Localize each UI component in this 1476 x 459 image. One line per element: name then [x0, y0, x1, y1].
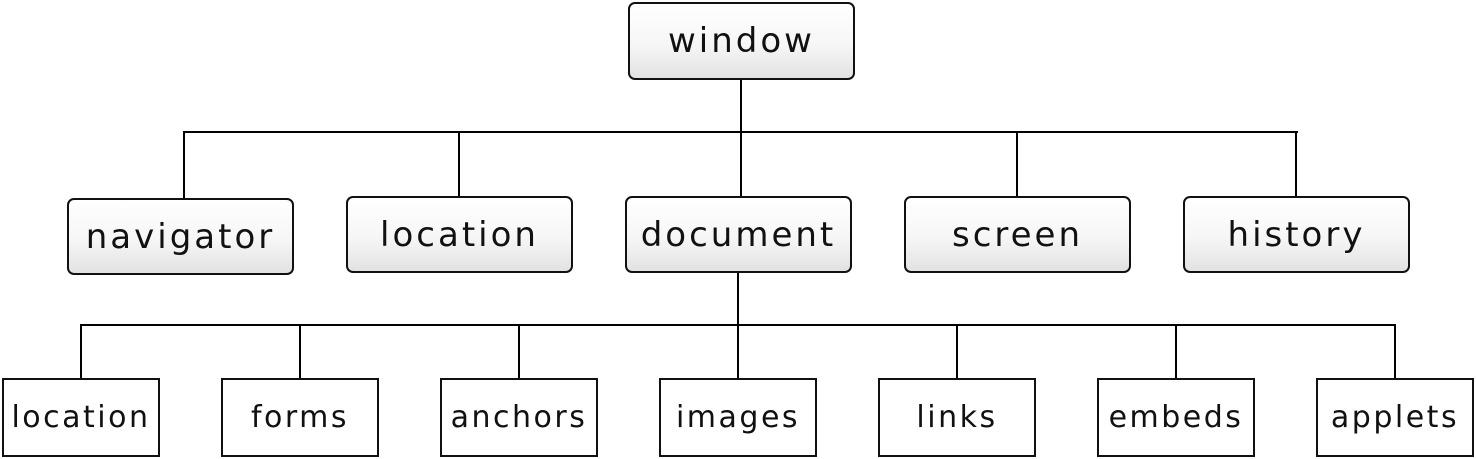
- node-navigator: navigator: [67, 198, 294, 275]
- node-doc-location: location: [2, 378, 160, 457]
- node-applets: applets: [1316, 378, 1474, 457]
- node-location-label: location: [380, 214, 539, 255]
- node-links: links: [878, 378, 1036, 457]
- connector-to-screen: [1016, 131, 1018, 196]
- node-doc-location-label: location: [11, 399, 151, 435]
- connector-to-doc-location: [80, 324, 82, 378]
- connector-to-applets: [1394, 324, 1396, 378]
- node-anchors: anchors: [440, 378, 598, 457]
- connector-window-stem: [740, 80, 742, 133]
- node-navigator-label: navigator: [85, 216, 276, 257]
- node-applets-label: applets: [1330, 399, 1460, 435]
- node-links-label: links: [916, 399, 998, 435]
- node-embeds-label: embeds: [1108, 399, 1244, 435]
- connector-to-anchors: [518, 324, 520, 378]
- node-location: location: [346, 196, 573, 273]
- connector-to-location: [458, 131, 460, 196]
- connector-to-embeds: [1175, 324, 1177, 378]
- node-images: images: [659, 378, 817, 457]
- node-document-label: document: [640, 214, 837, 255]
- node-screen-label: screen: [951, 214, 1084, 255]
- node-embeds: embeds: [1097, 378, 1255, 457]
- node-document: document: [625, 196, 852, 273]
- node-history: history: [1183, 196, 1410, 273]
- node-images-label: images: [675, 399, 801, 435]
- connector-to-navigator: [183, 131, 185, 198]
- connector-to-history: [1295, 131, 1297, 196]
- connector-document-stem: [737, 272, 739, 326]
- node-window: window: [628, 2, 855, 80]
- connector-to-links: [956, 324, 958, 378]
- node-screen: screen: [904, 196, 1131, 273]
- node-window-label: window: [668, 21, 815, 61]
- node-forms-label: forms: [250, 399, 350, 435]
- connector-to-document: [740, 131, 742, 196]
- connector-to-forms: [299, 324, 301, 378]
- node-history-label: history: [1227, 214, 1366, 255]
- node-anchors-label: anchors: [450, 399, 588, 435]
- node-forms: forms: [221, 378, 379, 457]
- connector-to-images: [737, 324, 739, 378]
